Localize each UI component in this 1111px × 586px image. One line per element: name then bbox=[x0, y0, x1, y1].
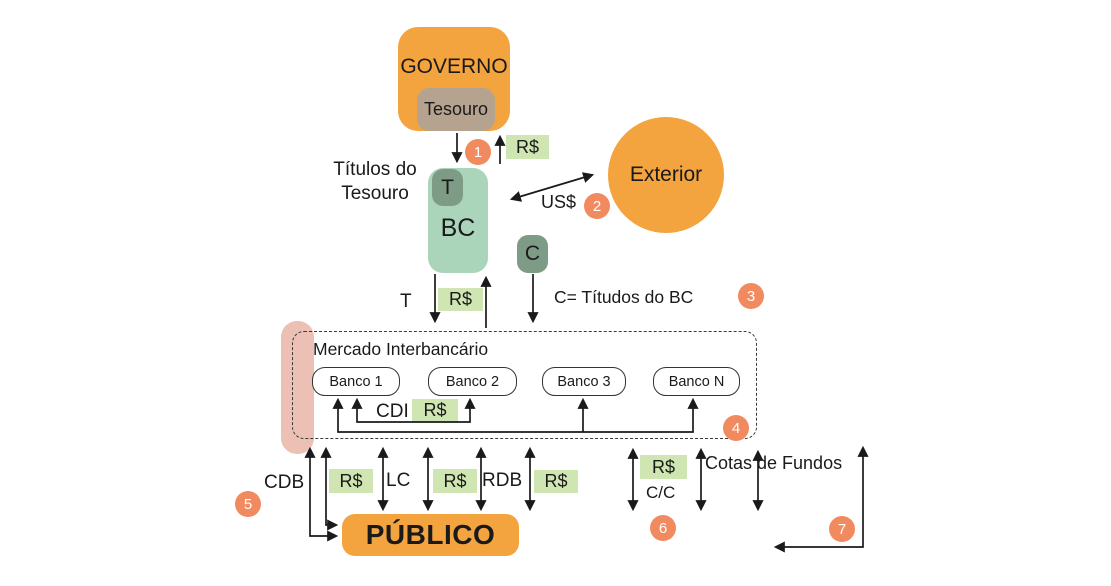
rs-label-cc: R$ bbox=[640, 455, 687, 479]
rs-label-mid: R$ bbox=[438, 288, 483, 311]
node-tesouro: Tesouro bbox=[417, 88, 495, 131]
step-badge-7: 7 bbox=[829, 516, 855, 542]
step-badge-4: 4 bbox=[723, 415, 749, 441]
step-badge-5: 5 bbox=[235, 491, 261, 517]
exterior-label: Exterior bbox=[629, 163, 703, 186]
titulos-line2: Tesouro bbox=[341, 183, 409, 204]
rs-label-cdb: R$ bbox=[329, 469, 373, 493]
publico-label: PÚBLICO bbox=[365, 519, 496, 550]
t-securities-box: T bbox=[432, 169, 463, 206]
step-badge-2: 2 bbox=[584, 193, 610, 219]
titulos-line1: Títulos do bbox=[333, 159, 417, 180]
c-securities-label: C bbox=[524, 242, 541, 265]
usd-label: US$ bbox=[541, 192, 577, 212]
interbank-market-box bbox=[292, 331, 757, 439]
bank-node-3: Banco 3 bbox=[542, 367, 626, 396]
step-badge-3: 3 bbox=[738, 283, 764, 309]
rs-label-top: R$ bbox=[506, 135, 549, 159]
step-badge-1: 1 bbox=[465, 139, 491, 165]
rs-label-lc: R$ bbox=[433, 469, 477, 493]
bc-label: BC bbox=[440, 214, 476, 242]
titulos-tesouro-annotation: Títulos do Tesouro bbox=[323, 158, 427, 206]
rdb-label: RDB bbox=[482, 470, 523, 491]
tesouro-label: Tesouro bbox=[423, 99, 489, 119]
bank-node-2: Banco 2 bbox=[428, 367, 517, 396]
bank-node-1: Banco 1 bbox=[312, 367, 400, 396]
interbank-market-title: Mercado Interbancário bbox=[313, 339, 489, 359]
cotas-de-fundos-label: Cotas de Fundos bbox=[705, 453, 843, 473]
cdb-label: CDB bbox=[264, 472, 305, 493]
governo-label: GOVERNO bbox=[400, 55, 508, 78]
cc-label: C/C bbox=[646, 483, 676, 502]
node-exterior: Exterior bbox=[608, 117, 724, 233]
node-publico: PÚBLICO bbox=[342, 514, 519, 556]
bank-node-n: Banco N bbox=[653, 367, 740, 396]
t-securities-label: T bbox=[441, 175, 454, 199]
c-securities-box: C bbox=[517, 235, 548, 273]
cdi-label: CDI bbox=[376, 401, 409, 422]
rs-label-rdb: R$ bbox=[534, 470, 578, 493]
t-flow-label: T bbox=[400, 291, 412, 312]
lc-label: LC bbox=[386, 470, 411, 491]
c-definition-label: C= Títudos do BC bbox=[554, 287, 694, 307]
step-badge-6: 6 bbox=[650, 515, 676, 541]
